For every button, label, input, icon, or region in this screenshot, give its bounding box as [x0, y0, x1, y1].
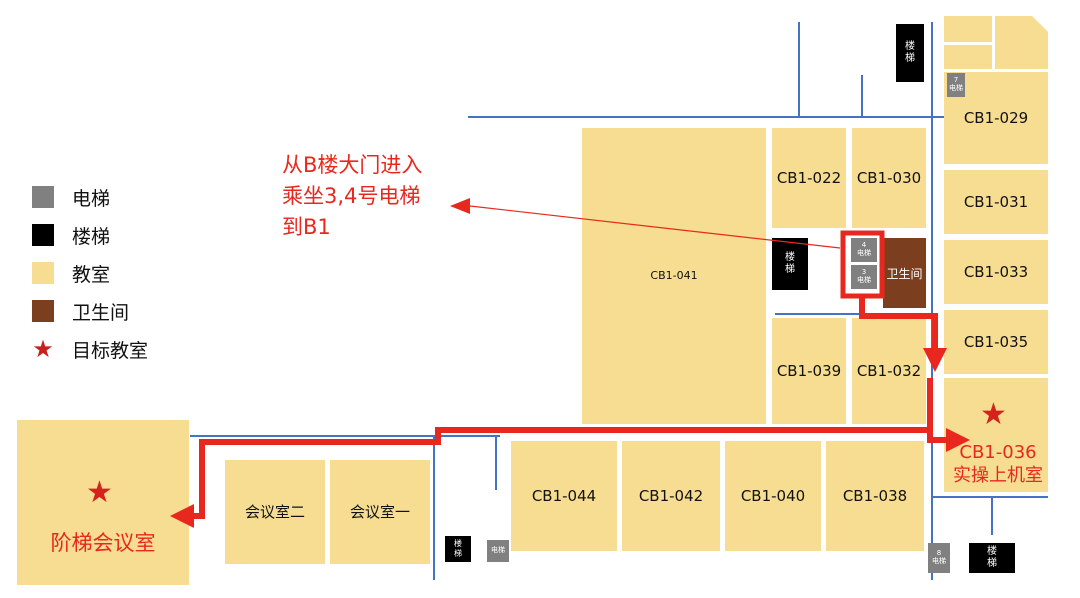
room-label: CB1-031	[963, 192, 1029, 211]
room-cb1-035: CB1-035	[944, 310, 1048, 374]
room-meeting-2: 会议室二	[225, 460, 325, 564]
restroom: 卫生间	[883, 238, 926, 308]
room-cb1-032: CB1-032	[852, 318, 926, 424]
room-cb1-039: CB1-039	[772, 318, 846, 424]
room-label: CB1-038	[842, 486, 908, 505]
stairs-label: 楼梯	[987, 545, 997, 570]
lab-name: 实操上机室	[953, 464, 1043, 486]
lab-destination: CB1-036 实操上机室	[944, 442, 1052, 487]
stairs-bottom-right: 楼梯	[969, 543, 1015, 573]
legend-label: 目标教室	[72, 339, 149, 362]
room-label: CB1-022	[776, 168, 842, 187]
room-corner-a	[944, 16, 992, 42]
legend-label: 电梯	[72, 187, 111, 210]
legend-item-stairs: 楼梯	[32, 216, 148, 254]
elevator-number: 8	[936, 549, 942, 558]
stairs-swatch-icon	[32, 224, 54, 246]
route-to-hall	[170, 427, 930, 528]
room-label: CB1-040	[740, 486, 806, 505]
room-cb1-038: CB1-038	[826, 441, 924, 551]
legend-label: 楼梯	[72, 225, 111, 248]
room-label: CB1-042	[638, 486, 704, 505]
legend-item-target: ★ 目标教室	[32, 330, 148, 368]
stairs-bottom-left: 楼梯	[445, 536, 471, 562]
legend-label: 卫生间	[72, 301, 130, 324]
room-cb1-022: CB1-022	[772, 128, 846, 228]
room-corner-c	[995, 16, 1048, 69]
classroom-swatch-icon	[32, 262, 54, 284]
stairs-label: 楼梯	[785, 251, 795, 276]
room-label: CB1-033	[963, 262, 1029, 281]
room-cb1-042: CB1-042	[622, 441, 720, 551]
hall-destination: 阶梯会议室	[17, 530, 189, 556]
room-corner-b	[944, 45, 992, 69]
elevator-label: 电梯	[491, 546, 505, 555]
room-meeting-1: 会议室一	[330, 460, 430, 564]
elevator-swatch-icon	[32, 186, 54, 208]
room-cb1-033: CB1-033	[944, 240, 1048, 304]
stairs-top: 楼梯	[896, 24, 924, 82]
legend-label: 教室	[72, 263, 111, 286]
room-label: CB1-041	[650, 269, 698, 283]
star-icon: ★	[32, 335, 54, 363]
room-cb1-031: CB1-031	[944, 170, 1048, 234]
target-star-icon: ★	[86, 475, 113, 510]
legend-item-classroom: 教室	[32, 254, 148, 292]
legend-item-elevator: 电梯	[32, 178, 148, 216]
instruction-note: 从B楼大门进入 乘坐3,4号电梯 到B1	[282, 150, 422, 243]
room-cb1-044: CB1-044	[511, 441, 617, 551]
room-label: CB1-039	[776, 361, 842, 380]
elevator-label: 电梯	[932, 557, 946, 565]
room-cb1-029: CB1-029	[944, 72, 1048, 164]
elevator-highlight	[840, 230, 885, 299]
elevator-number: 7	[953, 76, 959, 85]
restroom-label: 卫生间	[886, 266, 923, 281]
room-label: CB1-032	[856, 361, 922, 380]
target-star-icon: ★	[980, 397, 1007, 432]
room-label: CB1-029	[963, 108, 1029, 127]
room-label: CB1-030	[856, 168, 922, 187]
hall-name: 阶梯会议室	[50, 531, 156, 555]
elevator-number: 3	[861, 268, 867, 277]
room-label: 会议室二	[244, 502, 305, 521]
room-lecture-hall	[17, 420, 189, 585]
elevator-label: 电梯	[857, 249, 871, 257]
elevator-label: 电梯	[949, 84, 963, 92]
lab-code: CB1-036	[959, 442, 1037, 463]
note-line: 从B楼大门进入	[282, 153, 423, 177]
room-label: CB1-035	[963, 332, 1029, 351]
route-to-lab	[927, 378, 970, 452]
legend-item-restroom: 卫生间	[32, 292, 148, 330]
room-label: CB1-044	[531, 486, 597, 505]
elevator-number: 4	[861, 241, 867, 250]
stairs-label: 楼梯	[454, 539, 462, 558]
elevator-label: 电梯	[857, 276, 871, 284]
restroom-swatch-icon	[32, 300, 54, 322]
route-to-corridor	[859, 296, 947, 372]
pointer-arrow	[450, 198, 470, 214]
stairs-center: 楼梯	[772, 238, 808, 290]
note-line: 乘坐3,4号电梯	[282, 184, 421, 208]
room-cb1-040: CB1-040	[725, 441, 821, 551]
pointer-line	[469, 205, 841, 249]
room-label: 会议室一	[349, 502, 410, 521]
note-line: 到B1	[282, 215, 331, 239]
room-cb1-041: CB1-041	[582, 128, 766, 424]
map-legend: 电梯 楼梯 教室 卫生间 ★ 目标教室	[32, 178, 148, 368]
elevator-bottom: 电梯	[487, 540, 509, 562]
stairs-label: 楼梯	[905, 40, 915, 65]
room-cb1-030: CB1-030	[852, 128, 926, 228]
